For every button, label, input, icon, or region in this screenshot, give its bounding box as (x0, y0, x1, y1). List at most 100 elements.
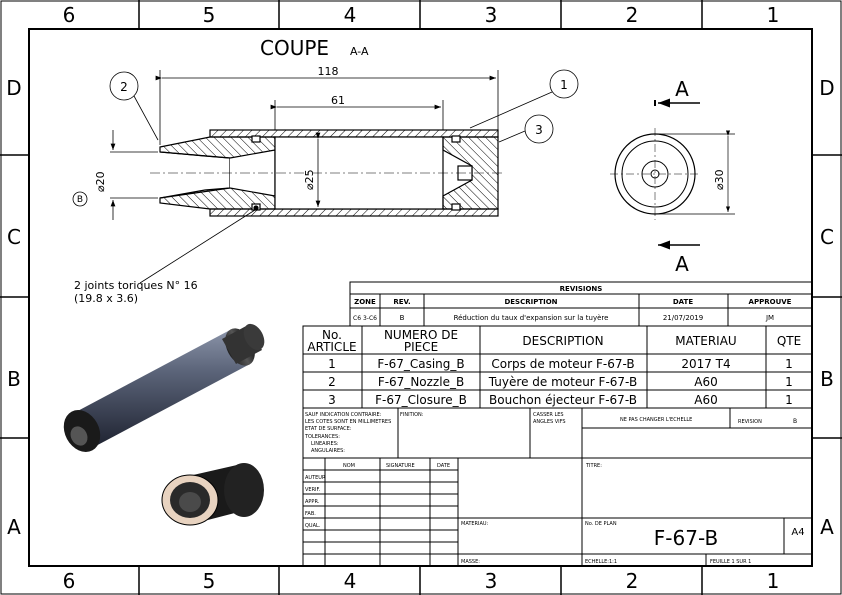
dimensions (110, 70, 499, 220)
casser-line-1: CASSER LES (533, 412, 564, 418)
balloon-3: 3 (535, 123, 543, 137)
zone-col-1-top: 1 (767, 3, 780, 27)
revision-label: REVISION (738, 419, 762, 425)
rev-approved: JM (765, 314, 774, 322)
bom-row-3-part: F-67_Closure_B (375, 393, 467, 407)
zone-row-a-left: A (7, 515, 21, 539)
bom-head-mat: MATERIAU (675, 334, 736, 348)
zone-col-4-bottom: 4 (344, 569, 357, 593)
bom-head-part-2: PIECE (404, 340, 438, 354)
finition-label: FINITION: (400, 412, 424, 418)
general-note-3: ETAT DE SURFACE: (305, 426, 352, 432)
general-note-4: TOLERANCES: (304, 434, 340, 440)
no-scale-label: NE PAS CHANGER L'ECHELLE (620, 417, 692, 423)
col-date: DATE (437, 463, 450, 469)
role-qual: QUAL. (305, 523, 321, 529)
section-title: COUPE (260, 36, 329, 60)
plan-label: No. DE PLAN (585, 521, 617, 527)
zone-col-2-top: 2 (626, 3, 639, 27)
bom-row-2-desc: Tuyère de moteur F-67-B (488, 375, 637, 389)
rev-date: 21/07/2019 (663, 314, 703, 322)
title-block (302, 407, 813, 567)
zone-row-c-right: C (820, 225, 834, 249)
rev-head-approved: APPROUVE (749, 298, 792, 306)
section-suffix: A-A (350, 45, 369, 58)
bom-row-2-mat: A60 (694, 375, 717, 389)
iso-view-closure (161, 463, 264, 526)
feuille-label: FEUILLE 1 SUR 1 (710, 559, 751, 565)
dim-dia-20: ⌀20 (94, 171, 107, 192)
revision-value: B (793, 418, 797, 425)
zone-row-b-right: B (820, 367, 834, 391)
zone-col-5-bottom: 5 (203, 569, 216, 593)
bom-head-no-2: ARTICLE (307, 340, 356, 354)
role-verif: VERIF. (305, 487, 321, 493)
zone-col-5-top: 5 (203, 3, 216, 27)
balloon-2: 2 (120, 80, 128, 94)
zone-row-c-left: C (7, 225, 21, 249)
echelle-label: ECHELLE:1:1 (585, 559, 617, 565)
format-label: A4 (791, 527, 804, 538)
zone-col-6-bottom: 6 (63, 569, 76, 593)
general-note-2: LES COTES SONT EN MILLIMETRES (305, 419, 391, 425)
rev-desc: Réduction du taux d'expansion sur la tuy… (454, 314, 609, 322)
bom-row-3-desc: Bouchon éjecteur F-67-B (489, 393, 637, 407)
section-view (150, 129, 505, 217)
bom-row-2-no: 2 (328, 375, 336, 389)
bom-row-3-qty: 1 (785, 393, 793, 407)
zone-row-b-left: B (7, 367, 21, 391)
bom-row-1-qty: 1 (785, 357, 793, 371)
col-nom: NOM (343, 463, 355, 469)
masse-label: MASSE: (461, 559, 480, 565)
dim-dia-30: ⌀30 (713, 169, 726, 190)
bom-row-1-desc: Corps de moteur F-67-B (491, 357, 634, 371)
role-fab: FAB. (305, 511, 316, 517)
materiau-label: MATERIAU: (461, 521, 489, 527)
general-note-5: LINEAIRES: (311, 441, 339, 447)
balloons (72, 69, 579, 207)
dim-61: 61 (331, 94, 345, 107)
rev-head-desc: DESCRIPTION (504, 298, 557, 306)
bom-row-2-qty: 1 (785, 375, 793, 389)
dim-dia-25: ⌀25 (303, 169, 316, 190)
iso-view-assembly (63, 323, 265, 453)
bom-head-desc: DESCRIPTION (522, 334, 603, 348)
bom-head-part-1: NUMERO DE (384, 328, 458, 342)
general-note-1: SAUF INDICATION CONTRAIRE: (305, 412, 382, 418)
casser-line-2: ANGLES VIFS (533, 419, 566, 425)
zone-row-d-left: D (6, 76, 21, 100)
zone-row-d-right: D (819, 76, 834, 100)
end-view (610, 98, 735, 250)
role-auteur: AUTEUR (305, 475, 326, 481)
zone-col-4-top: 4 (344, 3, 357, 27)
bom-row-3-no: 3 (328, 393, 336, 407)
dim-118: 118 (318, 65, 339, 78)
plan-number: F-67-B (654, 526, 718, 550)
datum-b: B (77, 195, 83, 205)
titre-label: TITRE: (585, 463, 602, 469)
general-note-6: ANGULAIRES: (311, 448, 345, 454)
zone-col-3-bottom: 3 (485, 569, 498, 593)
bom-row-2-part: F-67_Nozzle_B (378, 375, 464, 389)
balloon-1: 1 (560, 78, 568, 92)
col-signature: SIGNATURE (386, 463, 415, 469)
bom-row-1-mat: 2017 T4 (681, 357, 730, 371)
bom-row-1-no: 1 (328, 357, 336, 371)
zone-col-1-bottom: 1 (767, 569, 780, 593)
zone-col-6-top: 6 (63, 3, 76, 27)
rev-title: REVISIONS (560, 285, 603, 293)
section-mark-top: A (675, 77, 689, 101)
rev-rev: B (400, 314, 405, 322)
section-mark-bottom: A (675, 252, 689, 276)
role-appr: APPR. (305, 499, 320, 505)
bom-head-no-1: No. (322, 328, 342, 342)
bom-row-3-mat: A60 (694, 393, 717, 407)
zone-col-2-bottom: 2 (626, 569, 639, 593)
bom-row-1-part: F-67_Casing_B (377, 357, 464, 371)
rev-head-rev: REV. (393, 298, 410, 306)
note-line-1: 2 joints toriques N° 16 (74, 279, 198, 292)
rev-head-zone: ZONE (354, 298, 376, 306)
zone-col-3-top: 3 (485, 3, 498, 27)
note-line-2: (19.8 x 3.6) (74, 292, 138, 305)
